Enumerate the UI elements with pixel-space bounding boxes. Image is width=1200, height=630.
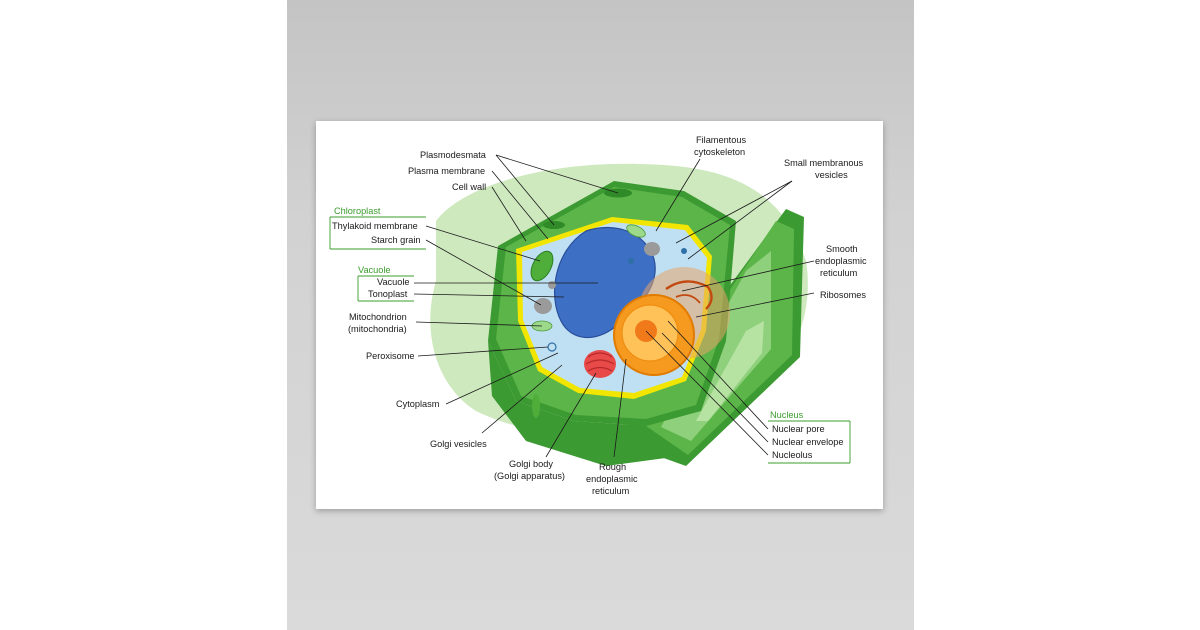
leader-golgi: [545, 372, 597, 458]
chloroplast-4: [532, 394, 540, 418]
leader-smooth-er: [681, 260, 815, 292]
leader-filamentous: [655, 158, 701, 232]
label-starch-grain: Starch grain: [371, 235, 421, 245]
label-smooth-er-1: Smooth: [826, 244, 858, 254]
label-smooth-er-2: endoplasmic: [815, 256, 867, 266]
leader-plasmodesmata-b: [495, 154, 555, 226]
label-thylakoid-membrane: Thylakoid membrane: [332, 221, 418, 231]
vesicle-2: [681, 248, 687, 254]
leader-golgi-vesicles: [481, 364, 563, 434]
label-nuclear-pore: Nuclear pore: [772, 424, 825, 434]
chloroplast-1: [530, 250, 554, 282]
label-nuclear-envelope: Nuclear envelope: [772, 437, 844, 447]
label-nucleolus: Nucleolus: [772, 450, 813, 460]
cell-wall-bottom: [488, 341, 688, 466]
label-small-vesicles-1: Small membranous: [784, 158, 864, 168]
leader-small-vesicles: [675, 180, 793, 244]
label-cell-wall: Cell wall: [452, 182, 486, 192]
starch-grain-2: [644, 242, 660, 256]
label-filamentous-2: cytoskeleton: [694, 147, 745, 157]
leader-plasma-membrane: [491, 170, 549, 240]
label-golgi-vesicles: Golgi vesicles: [430, 439, 487, 449]
leader-ribosomes: [695, 292, 815, 318]
label-nucleus-group: Nucleus: [770, 410, 804, 420]
label-vacuole: Vacuole: [377, 277, 410, 287]
label-ribosomes: Ribosomes: [820, 290, 866, 300]
vesicle-1: [628, 258, 634, 264]
golgi-body: [584, 350, 616, 378]
label-rough-er-1: Rough: [599, 462, 626, 472]
label-rough-er-3: reticulum: [592, 486, 630, 496]
leader-mito: [415, 321, 543, 327]
leader-thylakoid: [425, 225, 541, 262]
label-tonoplast: Tonoplast: [368, 289, 408, 299]
plant-cell-diagram: Plasmodesmata Plasma membrane Cell wall …: [329, 135, 867, 496]
starch-grain-1: [534, 298, 552, 314]
label-plasmodesmata: Plasmodesmata: [420, 150, 487, 160]
cell-wall-side-pale: [696, 321, 764, 421]
label-small-vesicles-2: vesicles: [815, 170, 848, 180]
label-mitochondrion: Mitochondrion: [349, 312, 407, 322]
plant-cell-poster: Plasmodesmata Plasma membrane Cell wall …: [316, 121, 883, 509]
starch-grain-3: [548, 281, 556, 289]
label-peroxisome: Peroxisome: [366, 351, 415, 361]
label-cytoplasm: Cytoplasm: [396, 399, 440, 409]
leader-rough-er: [613, 358, 627, 458]
label-rough-er-2: endoplasmic: [586, 474, 638, 484]
chloroplast-3: [626, 224, 646, 238]
leader-peroxisome: [417, 346, 549, 357]
label-smooth-er-3: reticulum: [820, 268, 858, 278]
leader-cytoplasm: [445, 352, 559, 405]
label-filamentous-1: Filamentous: [696, 135, 746, 145]
leader-small-vesicles-b: [687, 180, 793, 260]
leader-nuclear-pore: [667, 320, 769, 430]
leader-plasmodesmata: [495, 154, 619, 194]
leader-tonoplast: [413, 293, 565, 298]
label-mitochondria: (mitochondria): [348, 324, 407, 334]
label-vacuole-group: Vacuole: [358, 265, 391, 275]
label-golgi-body: Golgi body: [509, 459, 553, 469]
label-golgi-apparatus: (Golgi apparatus): [494, 471, 565, 481]
leader-starch: [425, 239, 542, 306]
leader-nucleolus: [645, 330, 769, 456]
label-plasma-membrane: Plasma membrane: [408, 166, 485, 176]
leader-cell-wall: [491, 186, 527, 242]
label-chloroplast-group: Chloroplast: [334, 206, 381, 216]
leader-nuclear-envelope: [661, 332, 769, 443]
peroxisome-shape: [547, 342, 557, 352]
